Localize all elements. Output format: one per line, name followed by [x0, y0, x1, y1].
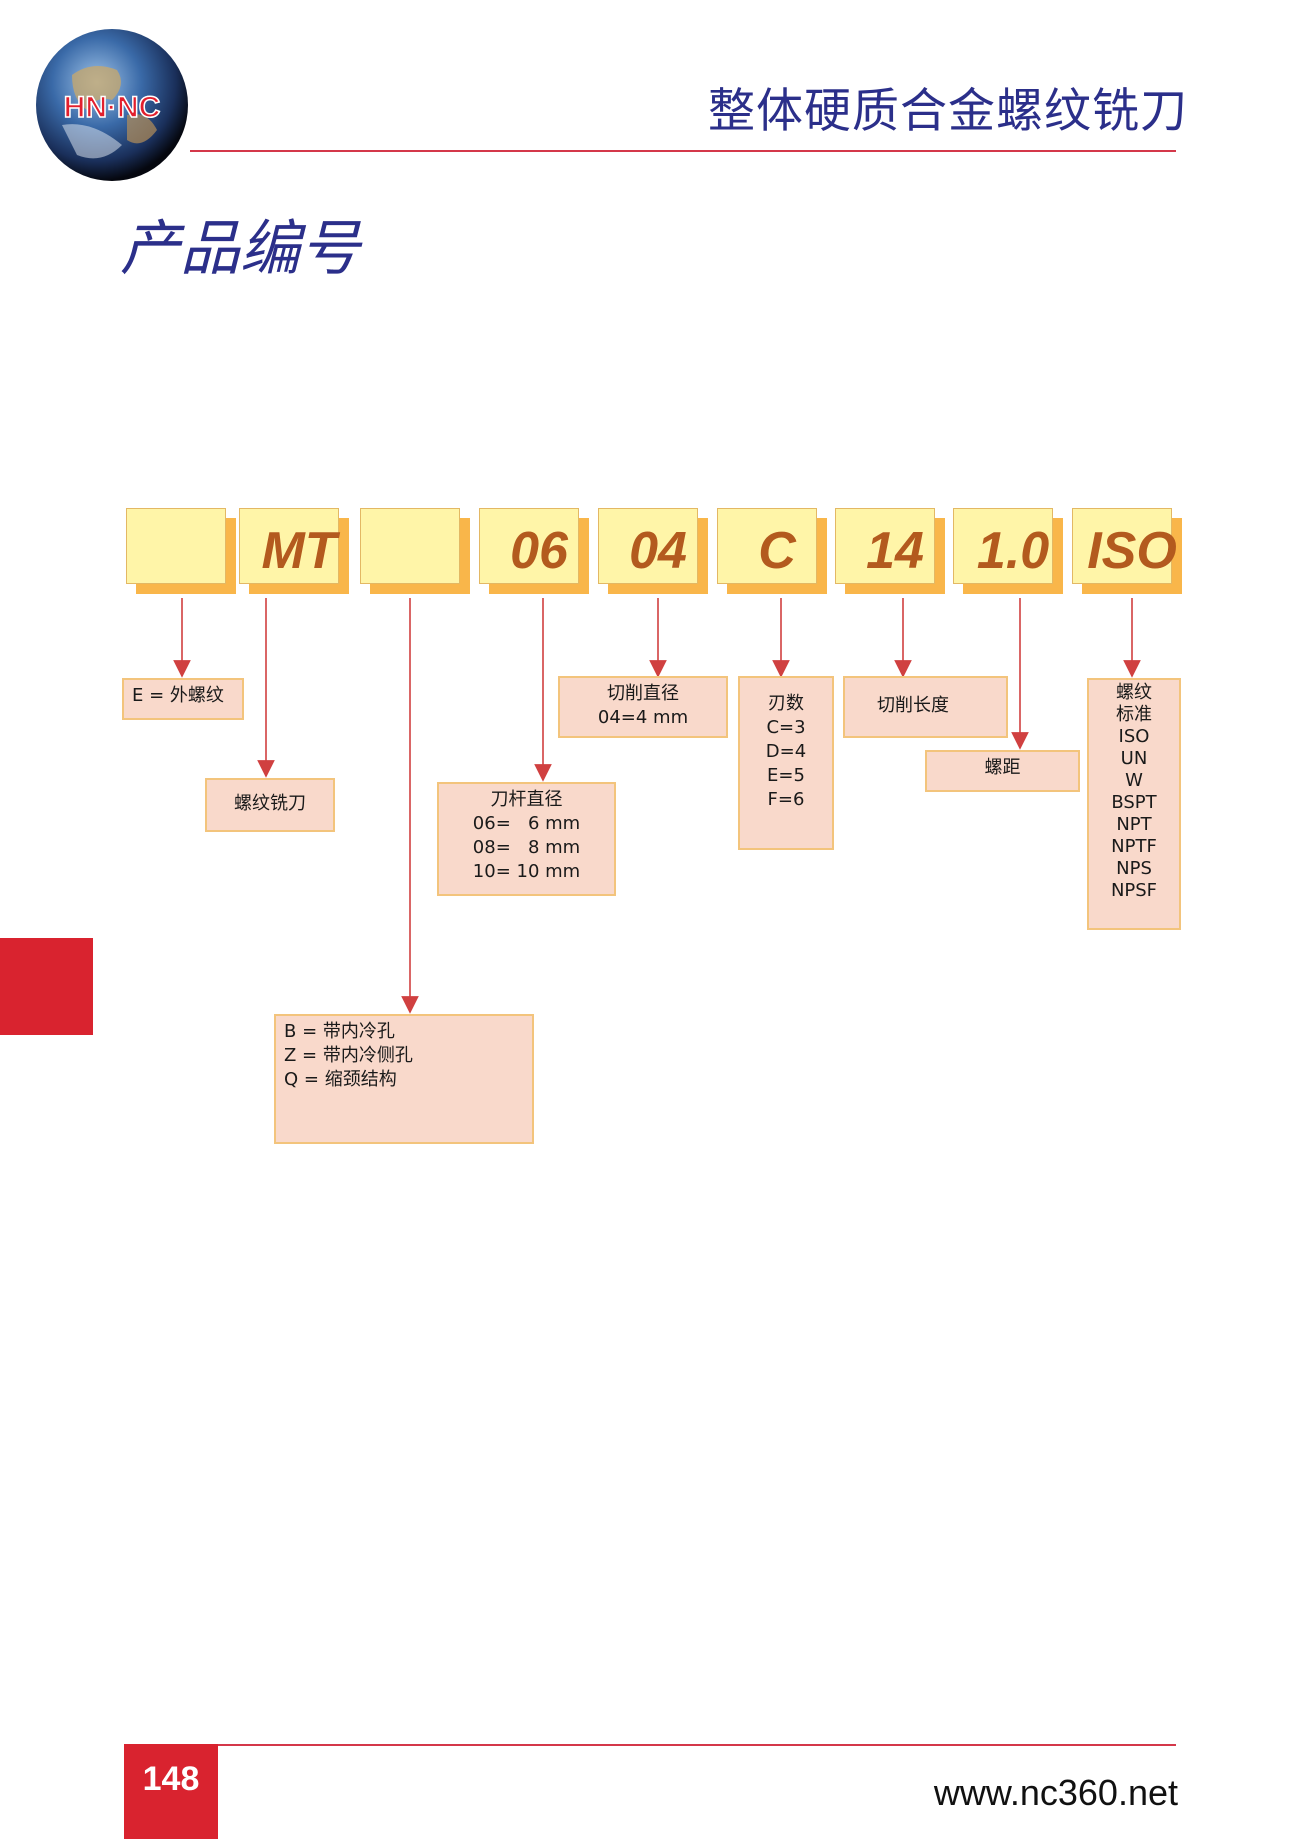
explanation-line: 06= 6 mm	[472, 813, 581, 834]
code-segment-text: 14	[866, 522, 924, 580]
header-divider	[190, 150, 1176, 152]
code-segment-tool-type: MT	[239, 508, 349, 594]
explanation-line: Q = 缩颈结构	[284, 1069, 397, 1090]
explanation-line: NPSF	[1110, 880, 1158, 901]
code-segment-text: 06	[510, 522, 568, 580]
code-segment-text: 04	[629, 522, 687, 580]
code-segment-text: ISO	[1087, 522, 1177, 580]
page-number-badge	[124, 1744, 218, 1839]
explanation-thread-standard: 螺纹 标准 ISO UN W BSPT NPT NPTF NPS NPSF	[1087, 678, 1181, 930]
explanation-coolant: B = 带内冷孔 Z = 带内冷侧孔 Q = 缩颈结构	[274, 1014, 534, 1144]
explanation-line: F=6	[767, 789, 805, 810]
explanation-line: NPTF	[1111, 836, 1157, 857]
explanation-line: C=3	[766, 717, 806, 738]
footer-website-link[interactable]: www.nc360.net	[933, 1772, 1178, 1813]
explanation-line: 切削直径	[607, 683, 679, 704]
code-segment-cutting-diameter: 04	[598, 508, 708, 594]
footer-divider	[218, 1744, 1176, 1746]
explanation-cutting-length: 切削长度	[843, 676, 1008, 738]
code-segment-shank-diameter: 06	[479, 508, 589, 594]
code-segment-pitch: 1.0	[953, 508, 1063, 594]
code-segment-thread-standard: ISO	[1072, 508, 1182, 594]
code-segment-text: MT	[261, 522, 337, 580]
explanation-pitch: 螺距	[925, 750, 1080, 792]
logo-wordmark: HN·NC	[64, 91, 161, 124]
code-segment-coolant	[360, 508, 470, 594]
company-logo: HN·NC	[32, 25, 192, 185]
page-number: 148	[142, 1760, 200, 1798]
explanation-tool-type: 螺纹铣刀	[205, 778, 335, 832]
explanation-shank-diameter: 刀杆直径 06= 6 mm 08= 8 mm 10= 10 mm	[437, 782, 616, 896]
explanation-line: BSPT	[1111, 792, 1157, 813]
document-title: 整体硬质合金螺纹铣刀	[708, 84, 1188, 139]
explanation-line: 标准	[1116, 704, 1152, 725]
explanation-line: ISO	[1118, 726, 1150, 747]
explanation-line: 刃数	[768, 693, 804, 714]
explanation-line: E=5	[767, 765, 805, 786]
explanation-line: 08= 8 mm	[472, 837, 581, 858]
explanation-thread-type: E = 外螺纹	[122, 678, 244, 720]
explanation-line: 螺纹	[1116, 682, 1152, 703]
explanation-line: NPT	[1116, 814, 1152, 835]
explanation-line: 10= 10 mm	[472, 861, 581, 882]
chapter-side-tab	[0, 938, 93, 1035]
explanation-line: 刀杆直径	[490, 789, 563, 810]
explanation-line: NPS	[1116, 858, 1152, 879]
section-title: 产品编号	[120, 214, 360, 284]
explanation-flutes: 刃数 C=3 D=4 E=5 F=6	[738, 676, 834, 850]
code-segment-cutting-length: 14	[835, 508, 945, 594]
explanation-cutting-diameter: 切削直径 04=4 mm	[558, 676, 728, 738]
explanation-line: D=4	[765, 741, 807, 762]
explanation-line: 螺纹铣刀	[234, 793, 306, 814]
explanation-line: W	[1125, 770, 1143, 791]
explanation-line: Z = 带内冷侧孔	[284, 1045, 413, 1066]
code-segment-text: 1.0	[976, 522, 1050, 580]
code-segment-thread-type	[126, 508, 236, 594]
explanation-line: E = 外螺纹	[132, 685, 224, 706]
explanation-line: 切削长度	[877, 695, 949, 716]
explanation-line: UN	[1120, 748, 1148, 769]
code-segment-text: C	[758, 522, 796, 580]
code-segment-flutes: C	[717, 508, 827, 594]
explanation-line: 04=4 mm	[597, 707, 689, 728]
explanation-line: 螺距	[984, 757, 1021, 778]
explanation-line: B = 带内冷孔	[284, 1021, 395, 1042]
